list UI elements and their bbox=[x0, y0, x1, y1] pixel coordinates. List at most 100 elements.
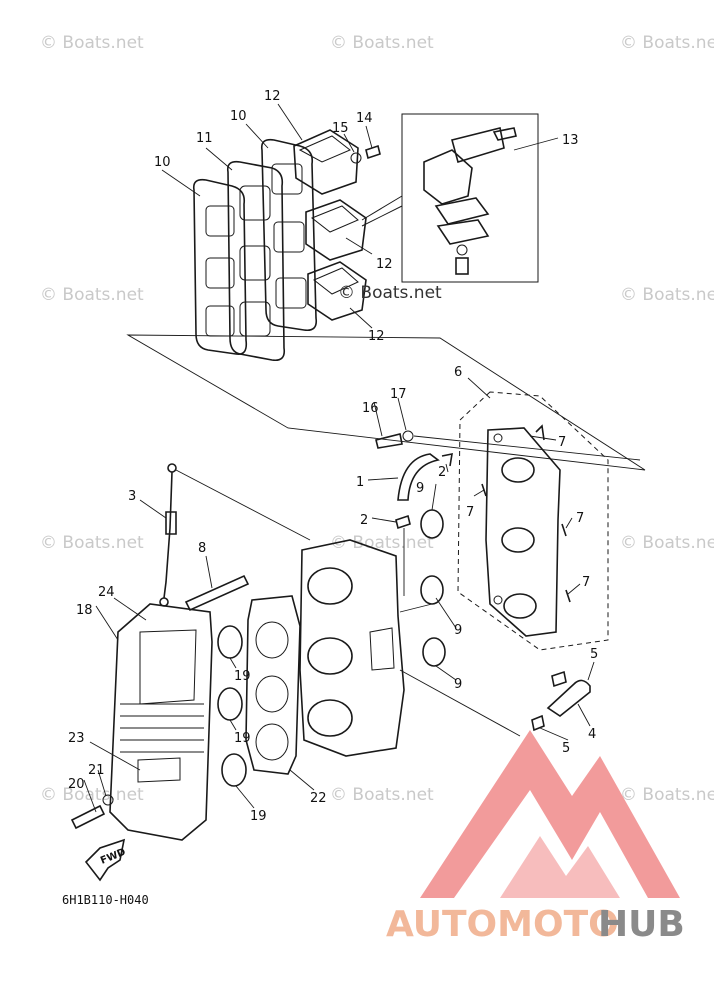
callout-23: 23 bbox=[68, 731, 85, 746]
hose-4-group bbox=[531, 670, 591, 732]
assembly-outline bbox=[126, 334, 646, 471]
watermark: © Boats.net bbox=[620, 533, 714, 553]
pin-7 bbox=[535, 424, 545, 441]
leader-line bbox=[97, 769, 107, 797]
reed-valve-blocks bbox=[293, 129, 381, 321]
gasket-port bbox=[271, 163, 303, 195]
plate-port bbox=[239, 185, 271, 221]
watermark: © Boats.net bbox=[330, 533, 434, 553]
manifold-hole bbox=[493, 595, 503, 605]
watermark: © Boats.net bbox=[40, 33, 144, 53]
callout-13: 13 bbox=[562, 133, 579, 148]
callout-22: 22 bbox=[310, 791, 327, 806]
leader-line bbox=[435, 597, 457, 629]
callout-5: 5 bbox=[562, 741, 570, 756]
leader-line bbox=[371, 517, 397, 523]
callout-12: 12 bbox=[368, 329, 385, 344]
carburetor-body bbox=[299, 539, 405, 757]
callout-10: 10 bbox=[154, 155, 171, 170]
clip-2 bbox=[441, 452, 453, 467]
leader-line bbox=[345, 237, 373, 255]
intake-manifold-group bbox=[375, 391, 641, 651]
hose-group bbox=[395, 452, 453, 596]
leader-line bbox=[587, 661, 595, 681]
plate-port bbox=[239, 245, 271, 281]
carburetor-bore bbox=[307, 699, 353, 737]
gasket-port bbox=[205, 305, 235, 337]
reed-valve-assembly-inset bbox=[361, 113, 539, 283]
bolt-inset bbox=[492, 127, 517, 141]
callout-17: 17 bbox=[390, 387, 407, 402]
leader-line bbox=[161, 169, 201, 197]
watermark: © Boats.net bbox=[620, 785, 714, 805]
callout-15: 15 bbox=[332, 121, 349, 136]
brand-hub: HUB bbox=[598, 904, 685, 945]
inset-leader bbox=[361, 205, 403, 227]
callout-2: 2 bbox=[438, 465, 446, 480]
o-ring-19 bbox=[221, 753, 247, 787]
callout-4: 4 bbox=[588, 727, 596, 742]
reed-valve-detail bbox=[311, 205, 359, 233]
hose-1 bbox=[397, 453, 440, 501]
link-joint bbox=[165, 511, 177, 535]
callout-leaders bbox=[83, 103, 595, 813]
callout-6: 6 bbox=[454, 365, 462, 380]
watermark: © Boats.net bbox=[40, 785, 144, 805]
leader-line bbox=[205, 555, 213, 589]
callout-7: 7 bbox=[582, 575, 590, 590]
leader-line bbox=[343, 133, 355, 153]
callout-9: 9 bbox=[454, 677, 462, 692]
gasket-port bbox=[205, 205, 235, 237]
reed-valve-12 bbox=[307, 261, 367, 321]
intake-manifold-6 bbox=[485, 427, 561, 637]
leader-line bbox=[513, 137, 559, 151]
watermark-layer: © Boats.net © Boats.net © Boats.net © Bo… bbox=[40, 33, 714, 805]
manifold-hole bbox=[493, 433, 503, 443]
carburetor-bore bbox=[307, 567, 353, 605]
reed-valve-gasket-group bbox=[126, 138, 646, 471]
leader-line bbox=[529, 435, 557, 441]
reed-plate-11 bbox=[226, 160, 286, 362]
leader-line bbox=[277, 103, 303, 141]
screw-14 bbox=[365, 144, 381, 160]
silencer-plate-23 bbox=[137, 757, 181, 783]
washer-21 bbox=[102, 794, 114, 806]
callout-24: 24 bbox=[98, 585, 115, 600]
gasket-port bbox=[205, 257, 235, 289]
leader-line bbox=[289, 769, 315, 791]
screw-inset bbox=[455, 257, 469, 275]
link-end bbox=[167, 463, 177, 473]
clip-5 bbox=[551, 670, 567, 688]
callout-14: 14 bbox=[356, 111, 373, 126]
leader-line bbox=[83, 779, 97, 813]
o-ring-9 bbox=[420, 575, 444, 605]
automotohub-logo bbox=[420, 730, 680, 898]
leader-line bbox=[175, 469, 311, 541]
reed-stopper-inset bbox=[434, 197, 490, 225]
leader-line bbox=[445, 463, 449, 473]
diagram-code: 6H1B110-H040 bbox=[62, 893, 149, 907]
callout-3: 3 bbox=[128, 489, 136, 504]
gasket-22 bbox=[245, 595, 301, 775]
reed-valve-12 bbox=[293, 129, 359, 195]
reed-block-inset bbox=[423, 149, 473, 205]
leader-line bbox=[431, 483, 437, 511]
carburetor-bore bbox=[307, 637, 353, 675]
o-ring-19 bbox=[217, 687, 243, 721]
callout-11: 11 bbox=[196, 131, 213, 146]
washer-17 bbox=[402, 430, 414, 442]
logo-triangle-icon bbox=[420, 730, 680, 898]
callout-7: 7 bbox=[576, 511, 584, 526]
leader-line bbox=[399, 669, 521, 737]
callout-9: 9 bbox=[454, 623, 462, 638]
callout-5: 5 bbox=[590, 647, 598, 662]
manifold-port bbox=[503, 593, 537, 619]
watermark: © Boats.net bbox=[40, 285, 144, 305]
callout-19: 19 bbox=[250, 809, 267, 824]
gasket-hole bbox=[255, 675, 289, 713]
pin-7 bbox=[565, 589, 571, 603]
callout-18: 18 bbox=[76, 603, 93, 618]
leader-line bbox=[349, 307, 373, 329]
washer-15 bbox=[350, 152, 362, 164]
